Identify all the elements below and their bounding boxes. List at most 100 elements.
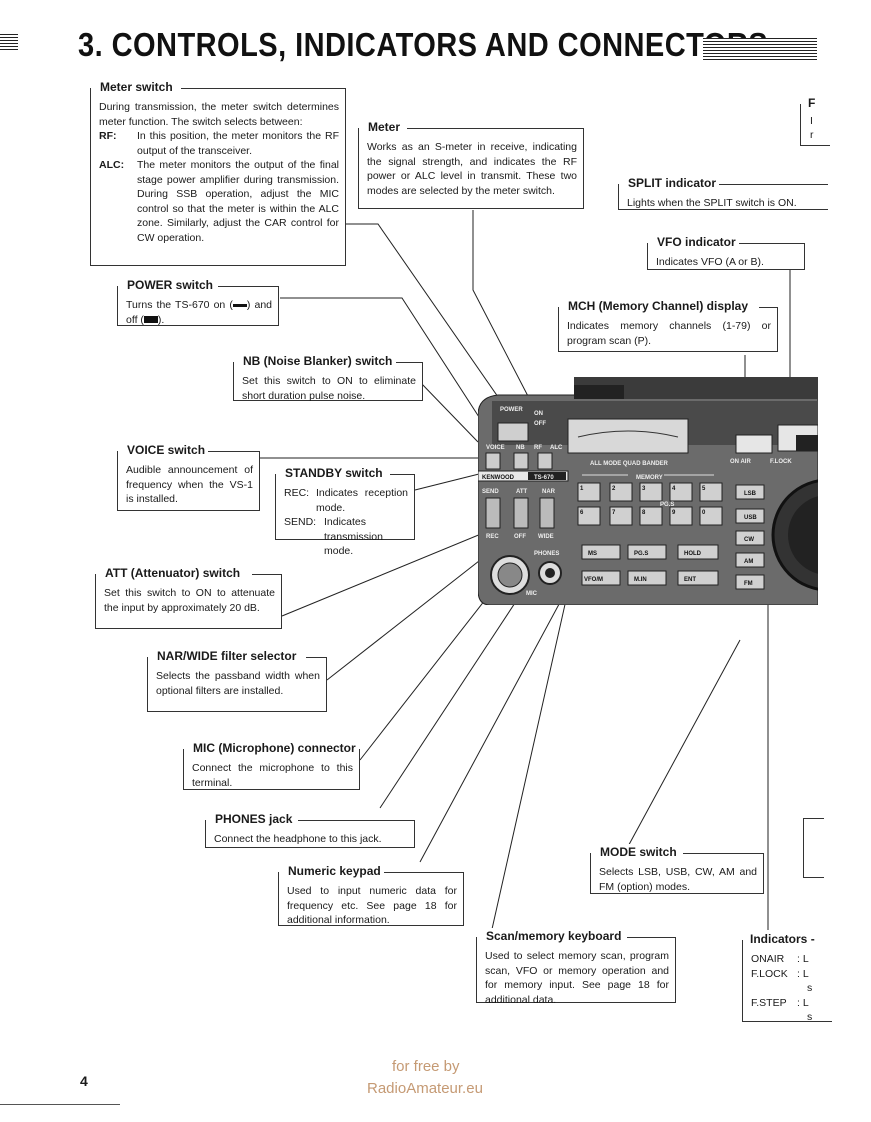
indicators-heading: Indicators - [747, 931, 818, 947]
vfo-text: Indicates VFO (A or B). [656, 256, 764, 268]
svg-text:CW: CW [744, 537, 754, 543]
mch-text: Indicates memory channels (1-79) or prog… [567, 320, 771, 347]
svg-text:REC: REC [486, 534, 499, 540]
svg-text:M.IN: M.IN [634, 577, 647, 583]
callout-mic-connector: MIC (Microphone) connector Connect the m… [183, 740, 360, 790]
voice-text: Audible announcement of frequency when t… [126, 464, 253, 505]
phones-heading: PHONES jack [212, 811, 296, 827]
panel-digit-labels: 1 2 3 4 5 6 7 8 9 0 [580, 486, 706, 516]
vfo-heading: VFO indicator [654, 234, 739, 250]
svg-text:PHONES: PHONES [534, 551, 559, 557]
mode-text: Selects LSB, USB, CW, AM and FM (option)… [599, 866, 757, 893]
svg-text:0: 0 [702, 510, 706, 516]
numeric-heading: Numeric keypad [285, 863, 384, 879]
svg-text:1: 1 [580, 486, 584, 492]
meter-switch-key: ALC: [99, 159, 125, 171]
svg-text:ATT: ATT [516, 489, 528, 495]
panel-scan-key-labels: MS PG.S HOLD VFO/M M.IN ENT [584, 551, 702, 583]
nb-heading: NB (Noise Blanker) switch [240, 353, 396, 369]
panel-mode-labels: LSB USB CW AM FM [744, 491, 757, 587]
svg-text:8: 8 [642, 510, 646, 516]
split-heading: SPLIT indicator [625, 175, 720, 191]
mode-heading: MODE switch [597, 844, 680, 860]
callout-scan-memory-keyboard: Scan/memory keyboard Used to select memo… [476, 928, 676, 1006]
title-rule [703, 38, 817, 60]
svg-text:WIDE: WIDE [538, 534, 554, 540]
callout-standby-switch: STANDBY switch REC:Indicates reception m… [275, 465, 415, 557]
callout-meter: Meter Works as an S-meter in receive, in… [358, 119, 584, 209]
page-title: 3. CONTROLS, INDICATORS AND CONNECTORS [78, 26, 769, 63]
standby-heading: STANDBY switch [282, 465, 386, 481]
svg-text:AM: AM [744, 559, 753, 565]
svg-text:LSB: LSB [744, 491, 757, 497]
svg-text:NB: NB [516, 445, 525, 451]
callout-power-switch: POWER switch Turns the TS-670 on () and … [117, 277, 279, 326]
svg-text:2: 2 [612, 486, 616, 492]
callout-phones-jack: PHONES jack Connect the headphone to thi… [205, 811, 415, 848]
svg-text:9: 9 [672, 510, 676, 516]
svg-text:PG.S: PG.S [660, 502, 674, 508]
meter-switch-text: The meter monitors the output of the fin… [137, 159, 339, 244]
svg-text:USB: USB [744, 515, 757, 521]
svg-text:MIC: MIC [526, 591, 538, 597]
callout-nar-wide-selector: NAR/WIDE filter selector Selects the pas… [147, 648, 327, 712]
meter-switch-intro: During transmission, the meter switch de… [99, 101, 339, 128]
callout-vfo-indicator: VFO indicator Indicates VFO (A or B). [647, 234, 805, 270]
callout-voice-switch: VOICE switch Audible announcement of fre… [117, 442, 260, 511]
watermark-line2: RadioAmateur.eu [367, 1080, 483, 1097]
svg-text:7: 7 [612, 510, 616, 516]
svg-text:OFF: OFF [514, 534, 526, 540]
svg-text:MS: MS [588, 551, 597, 557]
callout-nb-switch: NB (Noise Blanker) switch Set this switc… [233, 353, 423, 402]
callout-mode-switch: MODE switch Selects LSB, USB, CW, AM and… [590, 844, 764, 894]
nar-heading: NAR/WIDE filter selector [154, 648, 300, 664]
voice-heading: VOICE switch [124, 442, 209, 458]
watermark-line1: for free by [392, 1058, 460, 1075]
meter-switch-heading: Meter switch [97, 79, 176, 95]
meter-switch-key: RF: [99, 130, 117, 142]
mic-text: Connect the microphone to this terminal. [192, 762, 353, 789]
split-text: Lights when the SPLIT switch is ON. [627, 197, 797, 209]
meter-switch-text: In this position, the meter monitors the… [137, 130, 339, 157]
svg-text:SEND: SEND [482, 489, 499, 495]
callout-numeric-keypad: Numeric keypad Used to input numeric dat… [278, 863, 464, 926]
page-number: 4 [80, 1073, 88, 1089]
svg-text:6: 6 [580, 510, 584, 516]
mic-heading: MIC (Microphone) connector [190, 740, 359, 756]
power-on-symbol [232, 299, 247, 307]
callout-mch-display: MCH (Memory Channel) display Indicates m… [558, 298, 778, 352]
svg-text:4: 4 [672, 486, 676, 492]
power-heading: POWER switch [124, 277, 217, 293]
mch-heading: MCH (Memory Channel) display [565, 298, 752, 314]
bottom-rule [0, 1104, 120, 1105]
svg-text:RF: RF [534, 445, 542, 451]
svg-text:PG.S: PG.S [634, 551, 648, 557]
svg-text:TS-670: TS-670 [534, 475, 554, 481]
panel-brand: KENWOOD [482, 475, 515, 481]
nar-text: Selects the passband width when optional… [156, 670, 320, 697]
callout-cut-top: F I r [800, 95, 830, 146]
scan-heading: Scan/memory keyboard [483, 928, 625, 944]
svg-text:HOLD: HOLD [684, 551, 702, 557]
svg-text:VFO/M: VFO/M [584, 577, 603, 583]
svg-text:FM: FM [744, 581, 753, 587]
meter-heading: Meter [365, 119, 404, 135]
callout-att-switch: ATT (Attenuator) switch Set this switch … [95, 565, 282, 629]
svg-text:OFF: OFF [534, 421, 546, 427]
callout-cut-right [803, 818, 824, 878]
scan-text: Used to select memory scan, program scan… [485, 950, 669, 1006]
phones-text: Connect the headphone to this jack. [214, 833, 382, 845]
power-off-symbol [143, 315, 158, 323]
svg-text:ON AIR: ON AIR [730, 459, 751, 465]
svg-text:ALC: ALC [550, 445, 563, 451]
svg-text:3: 3 [642, 486, 646, 492]
panel-memory-label: MEMORY [636, 475, 663, 481]
svg-text:NAR: NAR [542, 489, 556, 495]
svg-text:5: 5 [702, 486, 706, 492]
meter-text: Works as an S-meter in receive, indicati… [367, 141, 577, 197]
att-heading: ATT (Attenuator) switch [102, 565, 244, 581]
panel-power-label: POWER [500, 407, 523, 413]
att-text: Set this switch to ON to attenuate the i… [104, 587, 275, 614]
numeric-text: Used to input numeric data for frequency… [287, 885, 457, 926]
callout-meter-switch: Meter switch During transmission, the me… [90, 79, 346, 266]
